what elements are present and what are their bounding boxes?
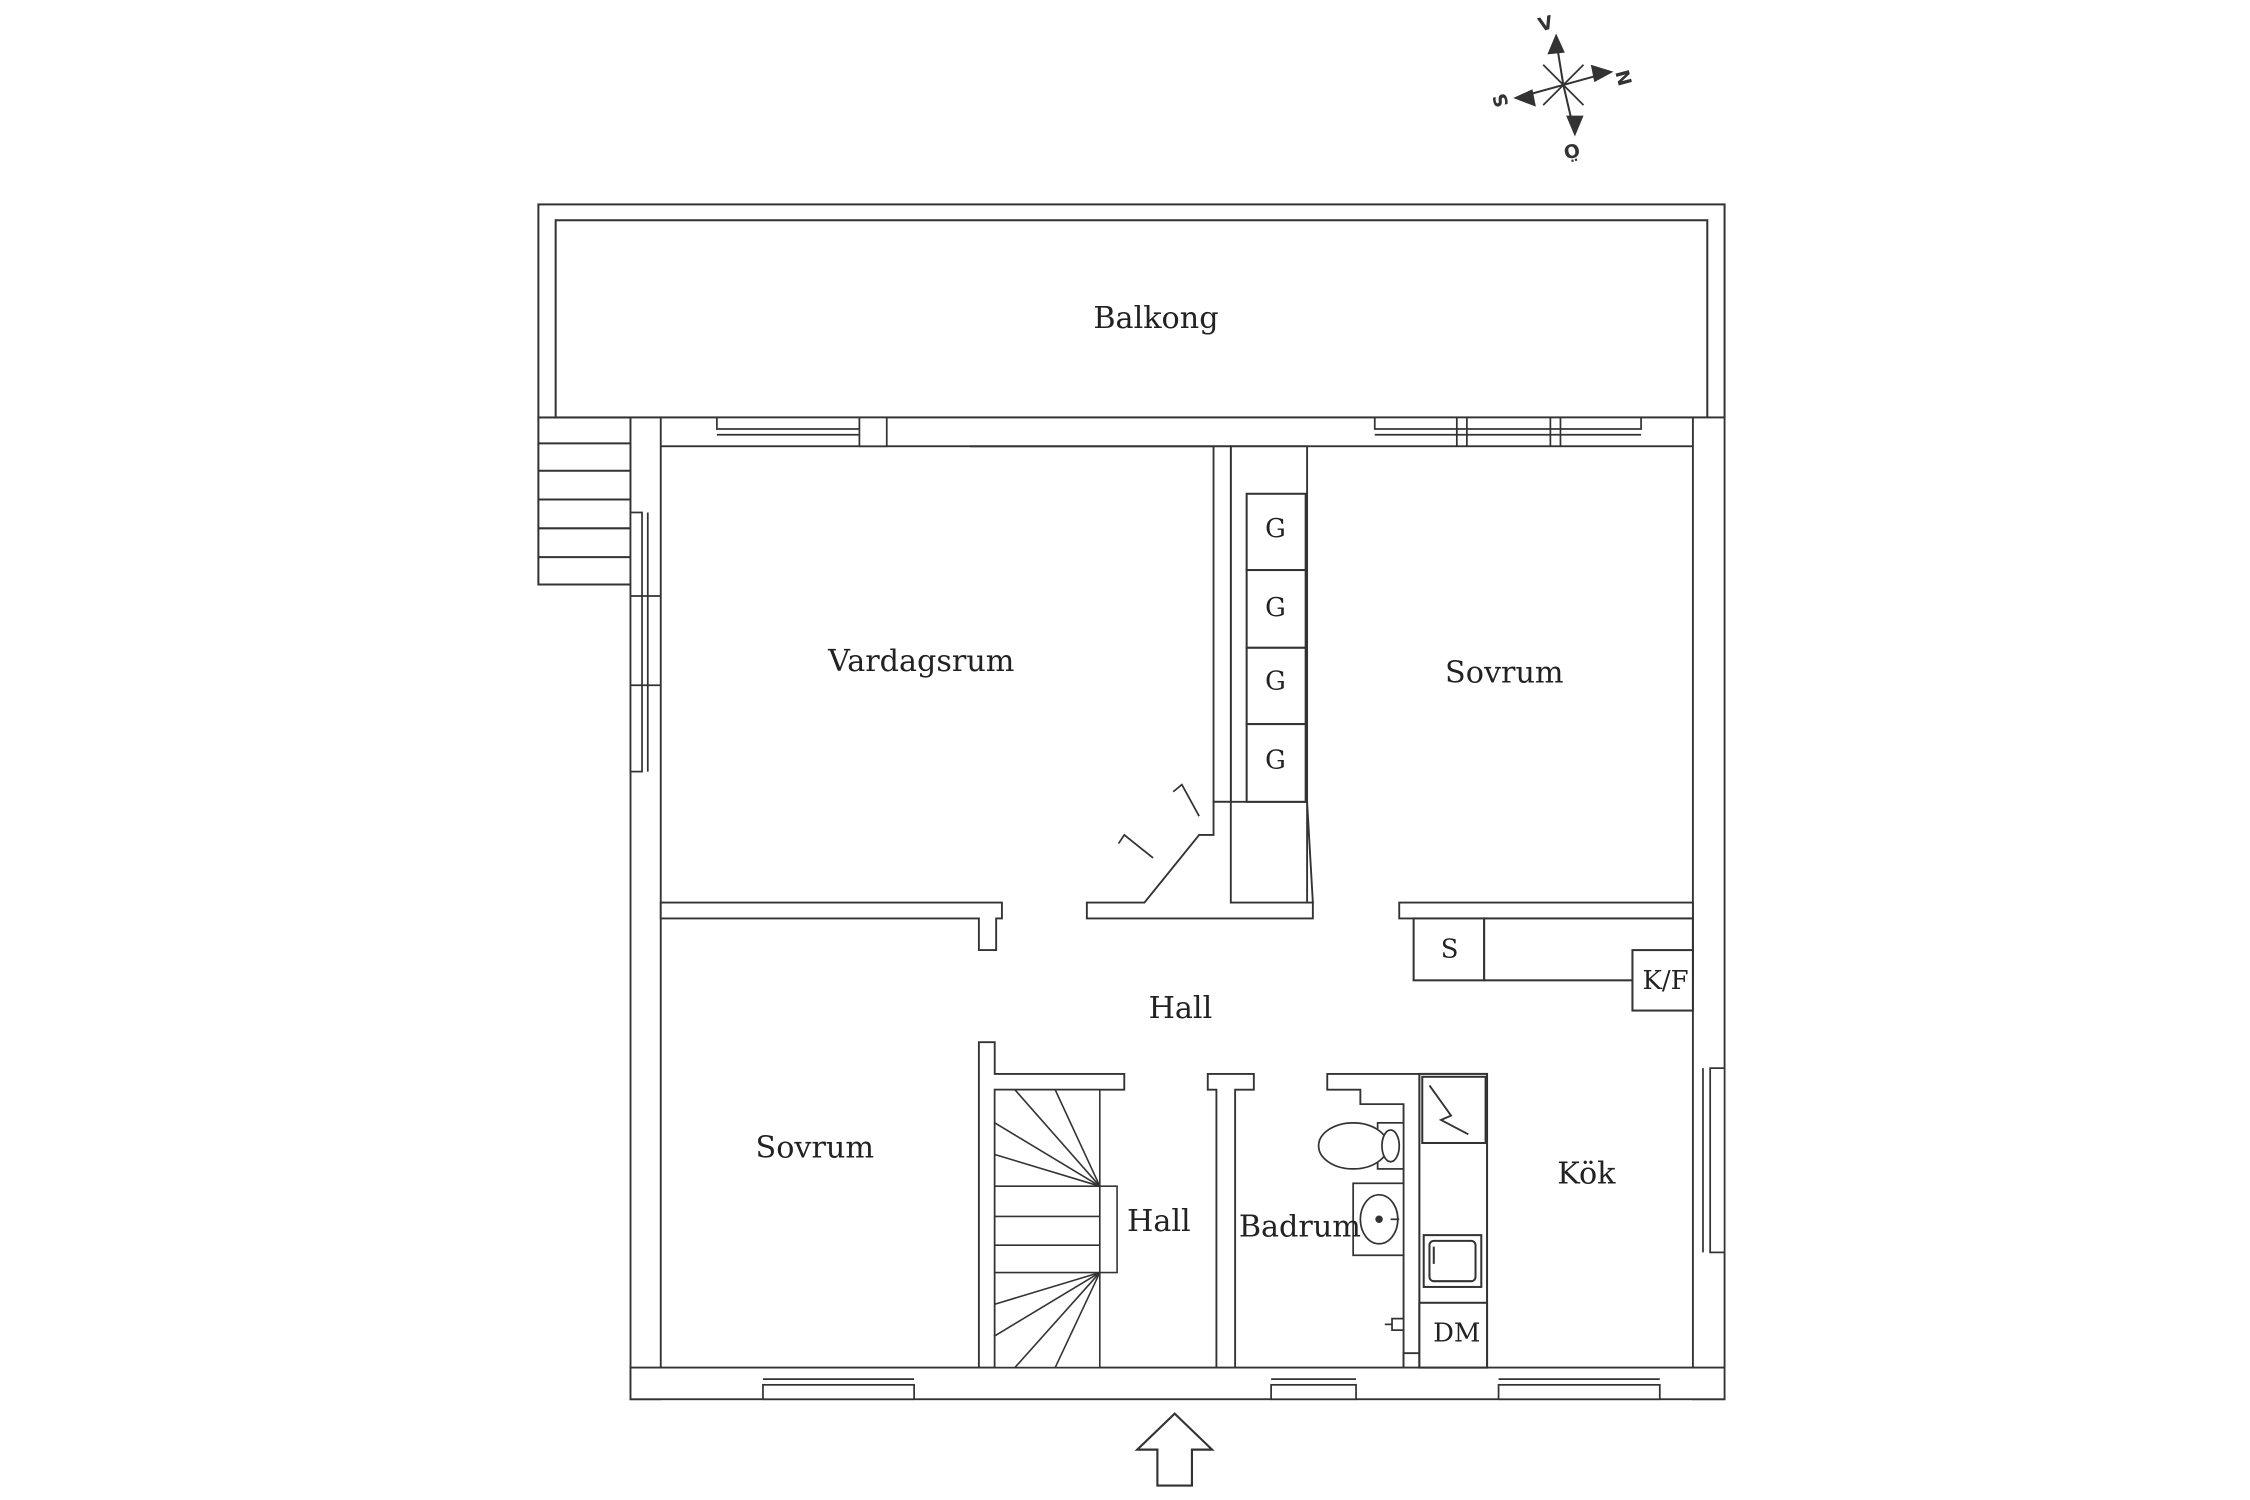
compass-label-east: Ö [1561, 138, 1583, 165]
window [1497, 1383, 1661, 1401]
dishwasher-label: DM [1433, 1319, 1480, 1349]
window [1709, 1067, 1726, 1254]
window [629, 511, 643, 773]
floor-drain [1384, 1317, 1405, 1331]
room-label-hall-main: Hall [1149, 991, 1213, 1026]
fridge-freezer-label: K/F [1643, 966, 1689, 996]
room-labels: Balkong Vardagsrum Sovrum Hall Sovrum Ha… [756, 301, 1617, 1244]
kitchen-cabinets [1412, 917, 1694, 1012]
compass-arrow-north [1590, 64, 1614, 83]
room-label-balcony: Balkong [1093, 301, 1218, 336]
window [1373, 416, 1642, 430]
room-label-kitchen: Kök [1557, 1156, 1616, 1191]
storage-label: S [1441, 934, 1459, 964]
compass-arrow-south [1513, 89, 1536, 107]
room-label-living-room: Vardagsrum [827, 644, 1014, 679]
window [716, 416, 861, 430]
window [858, 416, 888, 448]
compass [1513, 33, 1614, 137]
staircase [993, 1088, 1118, 1369]
compass-label-south: S [1490, 91, 1514, 109]
toilet [1317, 1121, 1405, 1170]
wardrobe-label: G [1265, 593, 1286, 623]
door-leaf [1117, 783, 1200, 859]
entry-arrow [1134, 1412, 1215, 1487]
balcony [537, 203, 1726, 586]
window [1270, 1383, 1357, 1401]
walls [629, 416, 1726, 1401]
wardrobe-label: G [1265, 667, 1286, 697]
door-openings [886, 418, 1398, 1398]
compass-labels: V N Ö S [1490, 12, 1635, 165]
windows [629, 416, 1726, 1401]
fixture-labels: G G G G S K/F DM [1265, 514, 1688, 1349]
room-label-hall-entry: Hall [1127, 1204, 1191, 1239]
balcony-stairs [537, 417, 632, 586]
wardrobe-label: G [1265, 746, 1286, 776]
wardrobe-label: G [1265, 514, 1286, 544]
compass-label-north: N [1610, 68, 1634, 89]
room-label-bedroom-sw: Sovrum [756, 1130, 875, 1165]
kitchen-counter [1418, 1072, 1489, 1369]
compass-arrow-west [1547, 33, 1565, 55]
window [762, 1383, 915, 1401]
compass-label-west: V [1536, 12, 1556, 36]
room-label-bathroom: Badrum [1239, 1210, 1361, 1245]
room-label-bedroom-ne: Sovrum [1445, 655, 1564, 690]
wardrobes [1245, 492, 1307, 803]
washbasin [1352, 1182, 1405, 1257]
compass-arrow-east [1566, 115, 1584, 137]
